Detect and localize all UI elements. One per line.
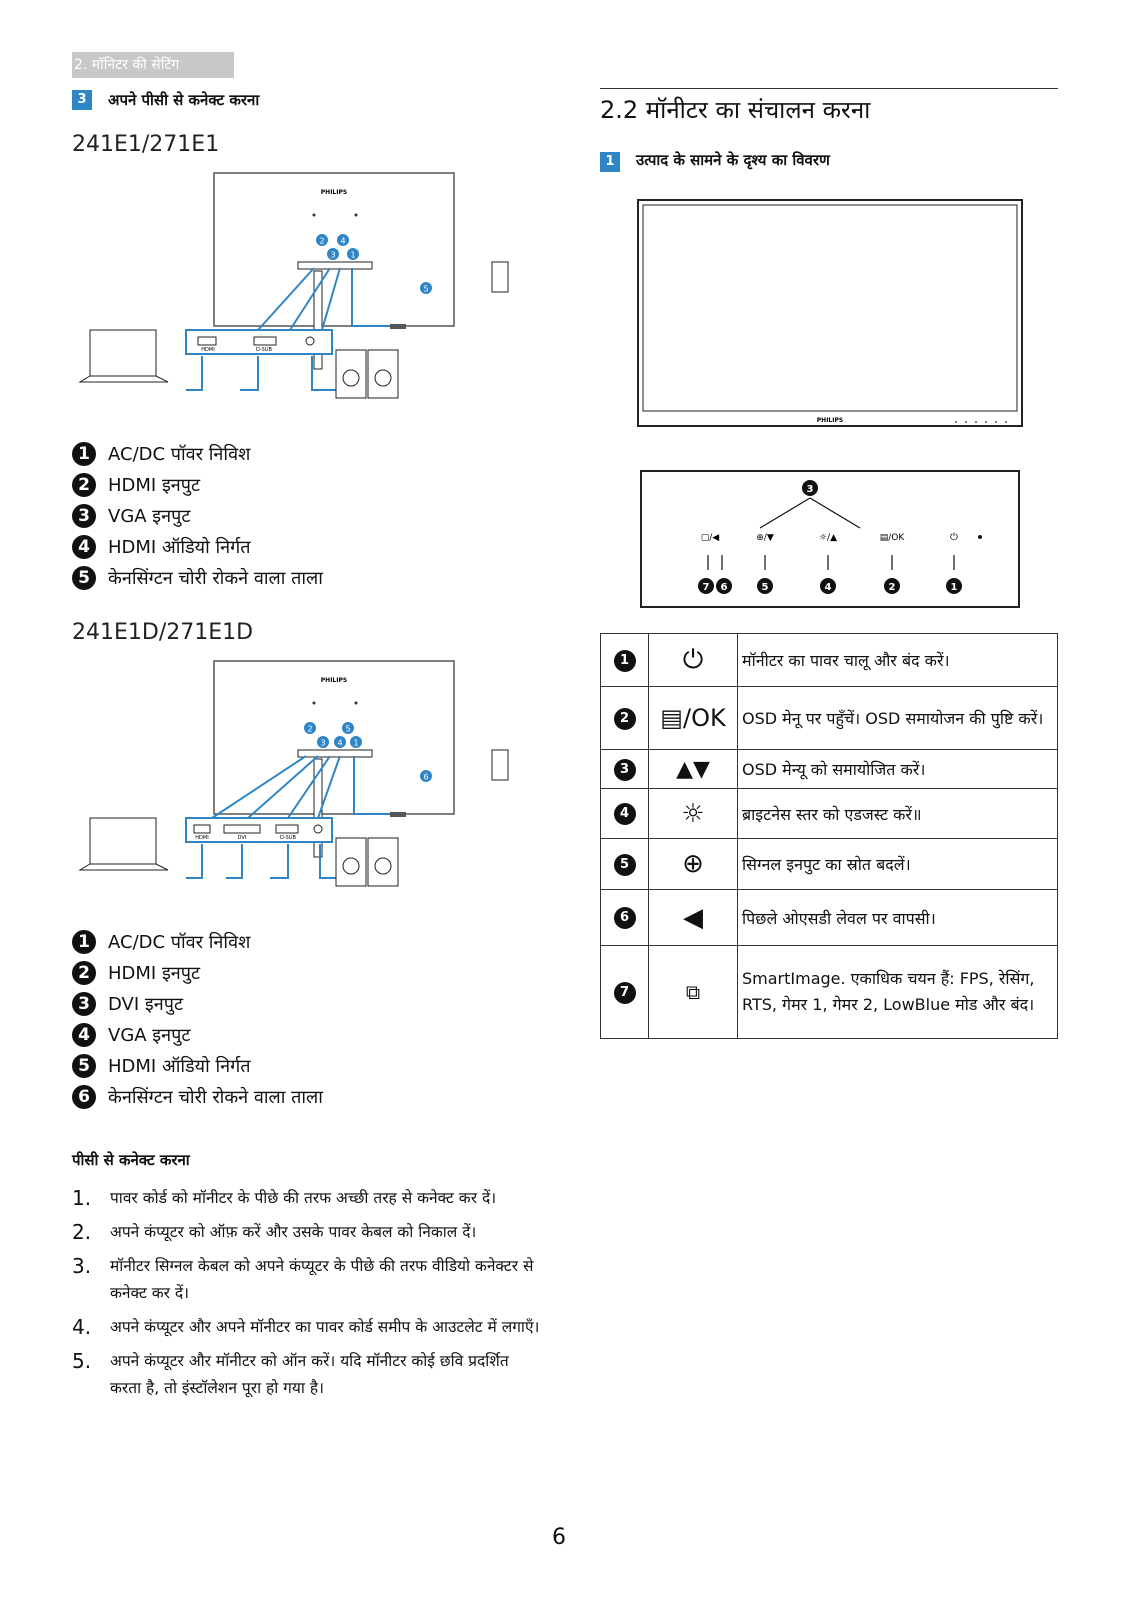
model-heading-2: 241E1D/271E1D [72, 620, 254, 645]
section-heading: 2.2 मॉनीटर का संचालन करना [600, 96, 871, 124]
menu-ok-icon: ▤/OK [648, 686, 738, 750]
brand-label: PHILIPS [321, 677, 347, 684]
svg-text:1: 1 [353, 739, 358, 748]
brightness-icon: ☼ [648, 788, 738, 839]
svg-text:1: 1 [951, 582, 958, 593]
connection-diagram-2: PHILIPS 2 5 3 4 1 6 HDMI DVI D-SUB [78, 660, 509, 887]
svg-text:5: 5 [345, 725, 350, 734]
table-row: 5 ⊕ सिग्नल इनपुट का स्रोत बदलें। [600, 838, 1058, 890]
svg-text:▢/◀: ▢/◀ [701, 533, 720, 543]
section-number: 3 [72, 90, 92, 110]
svg-text:⊕/▼: ⊕/▼ [756, 533, 774, 543]
back-icon: ◀ [648, 889, 738, 946]
up-down-icon: ▲▼ [648, 749, 738, 789]
page-number: 6 [552, 1525, 566, 1550]
monitor-front-diagram: PHILIPS [637, 199, 1023, 427]
chapter-tab: 2. मॉनिटर की सेटिंग [72, 52, 234, 78]
callout-2 [316, 234, 328, 246]
callout-4 [337, 234, 349, 246]
callout-3 [317, 736, 329, 748]
svg-text:4: 4 [337, 739, 342, 748]
svg-text:7: 7 [703, 582, 710, 593]
step-item: 3.मॉनीटर सिग्नल केबल को अपने कंप्यूटर के… [72, 1254, 534, 1302]
heading-rule [600, 88, 1058, 89]
svg-text:3: 3 [807, 484, 814, 495]
callout-6 [420, 770, 432, 782]
svg-text:2: 2 [319, 237, 324, 246]
svg-text:2: 2 [307, 725, 312, 734]
connect-title: पीसी से कनेक्ट करना [72, 1151, 190, 1169]
svg-text:▤/OK: ▤/OK [880, 533, 906, 543]
table-row: 3 ▲▼ OSD मेन्यू को समायोजित करें। [600, 749, 1058, 789]
button-panel-diagram: 3 ▢/◀ ⊕/▼ ☼/▲ ▤/OK ⏻ 7 6 5 4 2 1 [640, 470, 1020, 608]
section-title: अपने पीसी से कनेक्ट करना [108, 91, 260, 109]
table-row: 7 ⧉ SmartImage. एकाधिक चयन हैं: FPS, रेस… [600, 945, 1058, 1039]
svg-text:2: 2 [889, 582, 896, 593]
callout-4 [334, 736, 346, 748]
svg-text:DVI: DVI [238, 835, 247, 841]
svg-text:D-SUB: D-SUB [280, 835, 296, 841]
step-item: 5.अपने कंप्यूटर और मॉनीटर को ऑन करें। यद… [72, 1349, 509, 1397]
svg-text:☼/▲: ☼/▲ [819, 533, 837, 543]
svg-text:D-SUB: D-SUB [256, 347, 272, 353]
svg-text:3: 3 [320, 739, 325, 748]
brand-label: PHILIPS [321, 189, 347, 196]
svg-text:3: 3 [330, 251, 335, 260]
callout-5 [420, 282, 432, 294]
svg-text:4: 4 [340, 237, 345, 246]
steps-list: 1.पावर कोर्ड को मॉनीटर के पीछे की तरफ अच… [72, 1185, 542, 1409]
input-icon: ⊕ [648, 838, 738, 890]
svg-text:5: 5 [423, 285, 428, 294]
smartimage-icon: ⧉ [648, 945, 738, 1039]
callout-2 [304, 722, 316, 734]
section-title: उत्पाद के सामने के दृश्य का विवरण [636, 151, 830, 169]
connection-diagram-1: PHILIPS 2 4 3 1 5 HDMI D-SUB [78, 172, 509, 399]
model-heading-1: 241E1/271E1 [72, 132, 220, 157]
callout-1 [350, 736, 362, 748]
svg-text:HDMI: HDMI [201, 347, 214, 353]
table-row: 6 ◀ पिछले ओएसडी लेवल पर वापसी। [600, 889, 1058, 946]
svg-text:6: 6 [721, 582, 728, 593]
svg-text:1: 1 [350, 251, 355, 260]
table-row: 1 ⏻ मॉनीटर का पावर चालू और बंद करें। [600, 633, 1058, 687]
svg-text:⏻: ⏻ [950, 532, 958, 543]
section-number: 1 [600, 152, 620, 172]
controls-table: 1 ⏻ मॉनीटर का पावर चालू और बंद करें। 2 ▤… [600, 633, 1058, 1039]
callout-3 [327, 248, 339, 260]
callout-1 [347, 248, 359, 260]
power-icon: ⏻ [648, 633, 738, 687]
table-row: 2 ▤/OK OSD मेनू पर पहुँचें। OSD समायोजन … [600, 686, 1058, 750]
step-item: 1.पावर कोर्ड को मॉनीटर के पीछे की तरफ अच… [72, 1186, 497, 1210]
table-row: 4 ☼ ब्राइटनेस स्तर को एडजस्ट करें॥ [600, 788, 1058, 839]
svg-text:HDMI: HDMI [195, 835, 208, 841]
callout-5 [342, 722, 354, 734]
svg-text:5: 5 [762, 582, 769, 593]
svg-text:6: 6 [423, 773, 428, 782]
step-item: 4.अपने कंप्यूटर और अपने मॉनीटर का पावर क… [72, 1315, 540, 1339]
brand-label: PHILIPS [817, 417, 843, 424]
step-item: 2.अपने कंप्यूटर को ऑफ़ करें और उसके पावर… [72, 1220, 477, 1244]
svg-text:4: 4 [825, 582, 832, 593]
